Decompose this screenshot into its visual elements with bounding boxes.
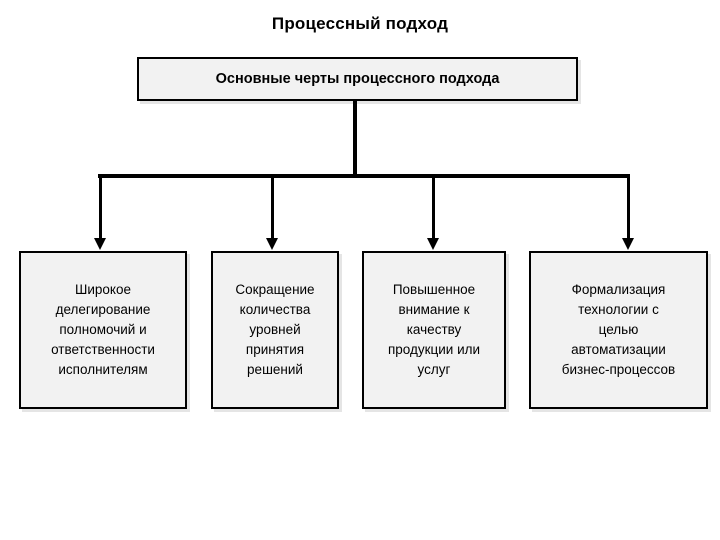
leaf-node-label-1: Широкое делегирование полномочий и ответ…: [51, 282, 155, 377]
leaf-node-label-2: Сокращение количества уровней принятия р…: [235, 282, 315, 377]
arrow-down-icon-2: [266, 238, 278, 250]
connector-stem-vertical: [353, 101, 357, 178]
arrow-down-icon-1: [94, 238, 106, 250]
root-node-main-features[interactable]: Основные черты процессного подхода: [137, 57, 578, 101]
arrow-down-icon-3: [427, 238, 439, 250]
page-title: Процессный подход: [271, 14, 449, 33]
connector-drop-4: [627, 178, 630, 240]
leaf-node-delegation[interactable]: Широкое делегирование полномочий и ответ…: [19, 251, 187, 409]
connector-drop-1: [99, 178, 102, 240]
arrow-down-icon-4: [622, 238, 634, 250]
leaf-node-formalization-automation[interactable]: Формализация технологии с целью автомати…: [529, 251, 708, 409]
leaf-node-label-4: Формализация технологии с целью автомати…: [561, 282, 676, 377]
connector-drop-3: [432, 178, 435, 240]
root-node-label: Основные черты процессного подхода: [215, 71, 500, 87]
leaf-node-quality-focus[interactable]: Повышенное внимание к качеству продукции…: [362, 251, 506, 409]
leaf-node-label-3: Повышенное внимание к качеству продукции…: [387, 282, 481, 377]
leaf-node-fewer-decision-levels[interactable]: Сокращение количества уровней принятия р…: [211, 251, 339, 409]
connector-drop-2: [271, 178, 274, 240]
connector-distribution-bar: [98, 174, 630, 178]
